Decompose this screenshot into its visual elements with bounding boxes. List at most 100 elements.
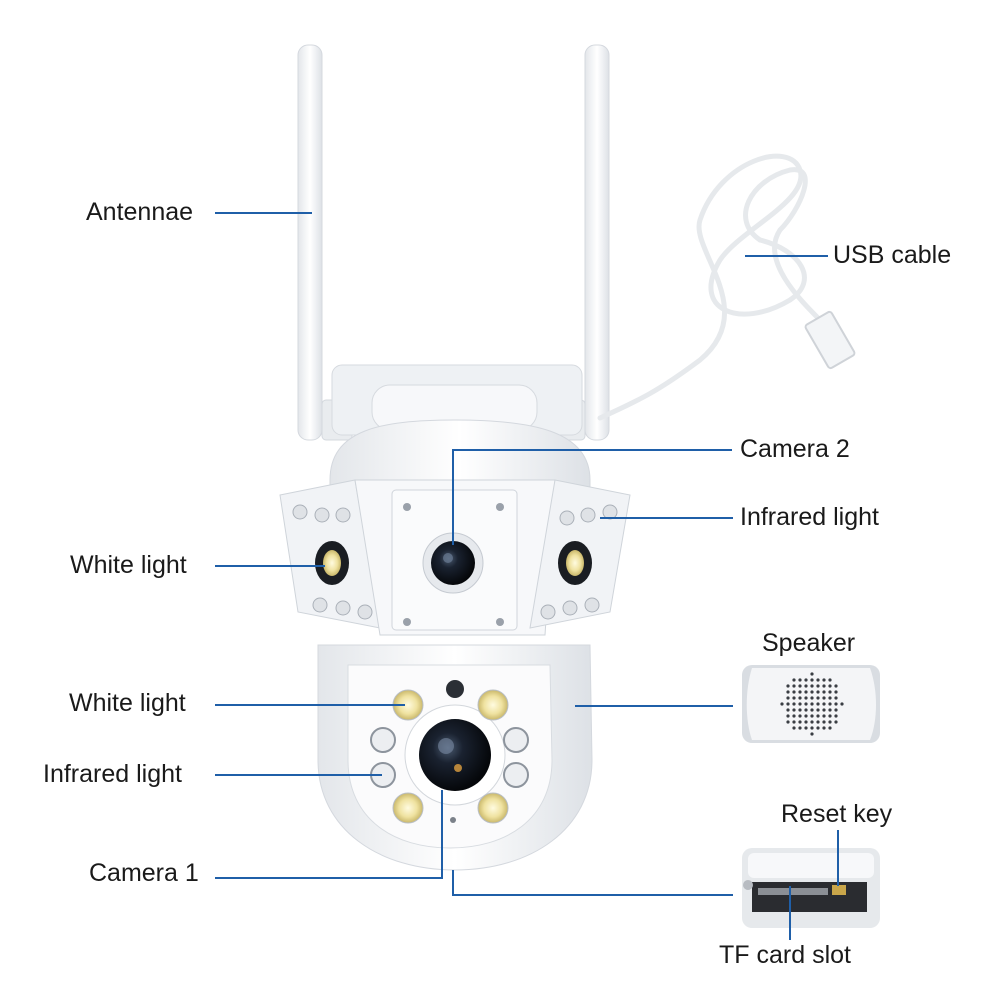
speaker-inset [742,665,880,743]
speaker-hole [810,732,814,736]
speaker-hole [828,684,832,688]
label-white-light-upper: White light [70,551,187,579]
speaker-hole [804,708,808,712]
speaker-hole [792,690,796,694]
speaker-hole [810,720,814,724]
speaker-hole [816,726,820,730]
lower-white-lights [392,689,509,824]
speaker-hole [822,696,826,700]
speaker-hole [786,708,790,712]
speaker-hole [786,702,790,706]
speaker-hole [798,702,802,706]
leader-camera-1-to-slot [452,870,733,896]
speaker-hole [804,684,808,688]
speaker-hole [786,714,790,718]
speaker-hole [828,708,832,712]
speaker-hole [810,696,814,700]
speaker-hole [792,678,796,682]
speaker-hole [816,696,820,700]
speaker-hole [798,726,802,730]
left-light-cluster [292,504,373,620]
speaker-hole [786,684,790,688]
speaker-hole [792,726,796,730]
speaker-hole [822,726,826,730]
label-usb-cable: USB cable [833,241,952,269]
leader-camera-1 [215,790,443,879]
usb-cable [597,153,856,421]
speaker-hole [804,714,808,718]
speaker-hole [822,720,826,724]
speaker-hole [816,690,820,694]
speaker-hole [822,714,826,718]
speaker-hole [822,678,826,682]
speaker-hole [828,714,832,718]
speaker-hole [834,684,838,688]
label-tf-card-slot: TF card slot [719,941,851,969]
label-camera-1: Camera 1 [89,859,199,887]
camera-1-lens [404,704,506,806]
speaker-hole [822,684,826,688]
speaker-hole [828,720,832,724]
upper-dome [329,419,591,491]
speaker-hole [810,690,814,694]
speaker-hole [792,714,796,718]
speaker-hole [810,678,814,682]
speaker-hole [792,720,796,724]
speaker-hole [792,696,796,700]
leader-lines [215,212,839,940]
speaker-hole [810,714,814,718]
speaker-hole [828,696,832,700]
speaker-hole [840,702,844,706]
label-infrared-light-upper: Infrared light [740,503,879,531]
speaker-hole [822,702,826,706]
speaker-hole [786,696,790,700]
label-reset-key: Reset key [781,800,893,828]
microphone-hole [450,817,456,823]
speaker-hole [834,702,838,706]
speaker-hole [822,690,826,694]
speaker-hole [834,696,838,700]
leader-camera-2 [452,449,732,545]
top-housing [331,364,583,436]
speaker-hole [798,708,802,712]
speaker-hole [804,678,808,682]
speaker-hole [816,708,820,712]
speaker-hole [816,678,820,682]
right-light-cluster [540,504,618,620]
speaker-hole [828,678,832,682]
speaker-hole [834,714,838,718]
speaker-hole [828,690,832,694]
speaker-hole [834,708,838,712]
speaker-grill [780,672,844,736]
speaker-hole [822,708,826,712]
speaker-hole [804,690,808,694]
speaker-hole [810,708,814,712]
label-antennae: Antennae [86,198,194,226]
speaker-hole [798,684,802,688]
speaker-hole [780,702,784,706]
speaker-hole [816,702,820,706]
speaker-hole [792,684,796,688]
speaker-hole [816,720,820,724]
lower-infrared-lights [370,727,529,788]
speaker-hole [810,672,814,676]
light-sensor [446,680,464,698]
speaker-hole [792,702,796,706]
speaker-hole [798,678,802,682]
speaker-hole [810,684,814,688]
label-camera-2: Camera 2 [740,435,850,463]
speaker-hole [834,690,838,694]
speaker-hole [804,702,808,706]
speaker-hole [804,720,808,724]
speaker-hole [798,720,802,724]
label-white-light-lower: White light [69,689,186,717]
speaker-hole [798,696,802,700]
label-speaker: Speaker [762,629,856,657]
label-infrared-light-lower: Infrared light [43,760,182,788]
speaker-hole [816,684,820,688]
speaker-hole [786,720,790,724]
camera-2-lens [422,532,484,594]
speaker-hole [804,726,808,730]
speaker-hole [804,696,808,700]
